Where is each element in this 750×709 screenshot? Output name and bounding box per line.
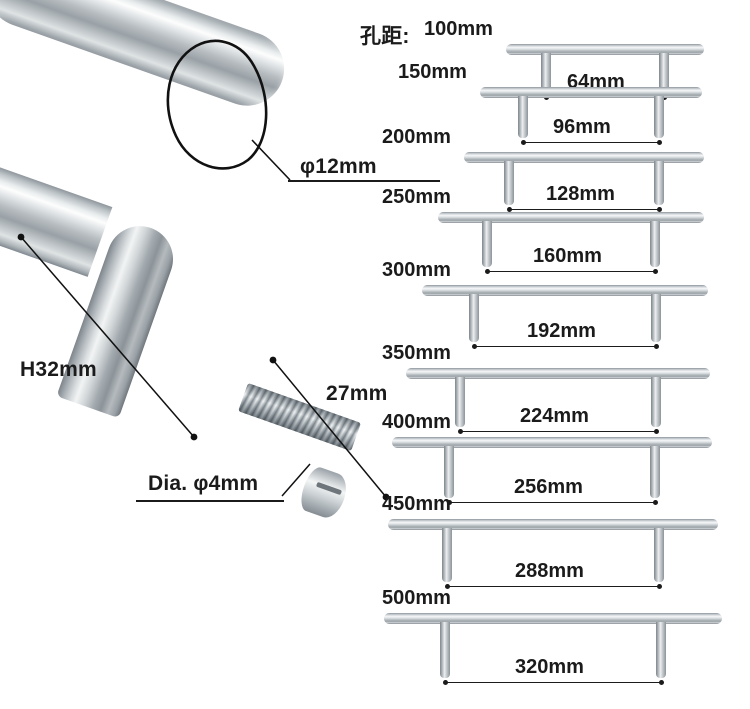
screw-diameter-label-underline	[136, 500, 284, 502]
handle-bar	[438, 212, 704, 223]
hole-spacing-label: 320mm	[515, 656, 584, 678]
handle-post-left	[455, 377, 465, 427]
handle-post-right	[654, 161, 664, 205]
dimension-endpoint-left	[472, 344, 477, 349]
handle-bar	[480, 87, 702, 98]
dimension-endpoint-left	[485, 269, 490, 274]
handle-total-length-label: 500mm	[382, 587, 451, 609]
dimension-endpoint-right	[654, 429, 659, 434]
dimension-endpoint-right	[657, 140, 662, 145]
hole-spacing-label: 224mm	[520, 405, 589, 427]
handle-total-length-label: 300mm	[382, 259, 451, 281]
hole-spacing-dimension-line	[523, 142, 659, 144]
dimension-endpoint-left	[443, 680, 448, 685]
hole-spacing-label: 160mm	[533, 245, 602, 267]
handle-bar	[406, 368, 710, 379]
handle-total-length-label: 150mm	[398, 61, 467, 83]
dimension-endpoint-left	[447, 500, 452, 505]
post-height-callout-label: H32mm	[20, 358, 97, 381]
handle-total-length-label: 100mm	[424, 18, 493, 40]
dimension-endpoint-right	[653, 500, 658, 505]
hole-spacing-label: 192mm	[527, 320, 596, 342]
handle-total-length-label: 350mm	[382, 342, 451, 364]
handle-bar	[506, 44, 704, 55]
hole-spacing-dimension-line	[460, 431, 656, 433]
diameter-callout-label: φ12mm	[300, 155, 377, 178]
handle-total-length-label: 200mm	[382, 126, 451, 148]
handle-post-left	[518, 96, 528, 138]
handle-post-right	[650, 446, 660, 498]
dimension-endpoint-left	[445, 584, 450, 589]
dimension-endpoint-right	[657, 207, 662, 212]
dimension-endpoint-left	[521, 140, 526, 145]
dimension-endpoint-right	[653, 269, 658, 274]
handle-total-length-label: 400mm	[382, 411, 451, 433]
handle-post-left	[442, 528, 452, 582]
handle-detail-illustration: φ12mm H32mm 27mm Dia. φ4mm	[0, 0, 440, 560]
handle-post-right	[654, 528, 664, 582]
hole-spacing-label: 288mm	[515, 560, 584, 582]
screw-length-callout-label: 27mm	[326, 382, 388, 405]
handle-post-right	[659, 53, 669, 93]
hole-spacing-dimension-line	[449, 502, 655, 504]
hole-spacing-dimension-line	[487, 271, 655, 273]
handle-post-left	[440, 622, 450, 678]
handle-post-left	[541, 53, 551, 93]
handle-post-right	[656, 622, 666, 678]
handle-post-left	[444, 446, 454, 498]
handle-post-left	[482, 221, 492, 267]
hole-spacing-dimension-line	[447, 586, 659, 588]
cross-section-ellipse-marker	[166, 39, 268, 170]
handle-bar	[384, 613, 722, 624]
hole-spacing-dimension-line	[509, 209, 659, 211]
hole-spacing-dimension-line	[474, 346, 656, 348]
handle-post-left	[469, 294, 479, 342]
handle-bar	[422, 285, 708, 296]
hole-spacing-heading: 孔距:	[360, 25, 410, 48]
diameter-label-underline	[288, 180, 440, 182]
handle-bar	[392, 437, 712, 448]
handle-post-right	[651, 294, 661, 342]
dimension-endpoint-left	[458, 429, 463, 434]
dimension-endpoint-right	[657, 584, 662, 589]
dimension-endpoint-left	[507, 207, 512, 212]
handle-total-length-label: 250mm	[382, 186, 451, 208]
hole-spacing-label: 256mm	[514, 476, 583, 498]
handle-post-right	[651, 377, 661, 427]
handle-bar	[464, 152, 704, 163]
hole-spacing-label: 128mm	[546, 183, 615, 205]
handle-post-left	[504, 161, 514, 205]
diameter-leader-line	[251, 139, 291, 181]
screw-length-leader-line	[269, 356, 390, 501]
dimension-endpoint-right	[654, 344, 659, 349]
post-height-leader-line	[17, 233, 198, 441]
dimension-endpoint-right	[659, 680, 664, 685]
screw-diameter-callout-label: Dia. φ4mm	[148, 472, 259, 495]
handle-post-right	[650, 221, 660, 267]
hole-spacing-dimension-line	[445, 682, 661, 684]
handle-bar	[388, 519, 718, 530]
handle-total-length-label: 450mm	[382, 493, 451, 515]
handle-post-right	[654, 96, 664, 138]
hole-spacing-label: 96mm	[553, 116, 611, 138]
screw-diameter-leader-line	[281, 463, 311, 497]
